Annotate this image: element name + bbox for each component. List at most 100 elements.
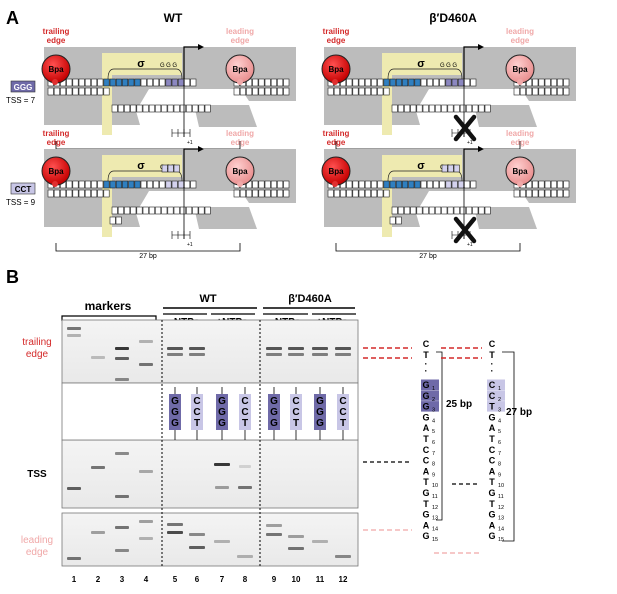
template-base	[484, 104, 491, 113]
top-strand-base	[557, 180, 564, 189]
template-base	[484, 206, 491, 215]
seq-highlight	[421, 390, 439, 401]
top-strand-base	[364, 78, 371, 87]
top-strand-base	[128, 180, 135, 189]
top-strand-base	[140, 180, 147, 189]
lane-seq-tag	[191, 394, 203, 430]
tss-arrowhead	[478, 146, 484, 152]
top-strand-base	[171, 78, 178, 87]
bottom-strand-base	[84, 87, 91, 96]
template-base	[416, 206, 423, 215]
top-strand-base	[457, 180, 464, 189]
gel-band	[312, 540, 328, 543]
template-base	[404, 206, 411, 215]
seq-highlight	[487, 390, 505, 401]
seq-index: 4	[432, 418, 435, 424]
trailing-edge-text-1: trailing	[43, 27, 70, 36]
tss-arrow	[463, 148, 479, 181]
trailing-edge-text-2: edge	[327, 138, 346, 147]
bottom-strand-base	[371, 189, 378, 198]
seq-index: 12	[432, 505, 438, 511]
top-strand-base	[84, 78, 91, 87]
top-strand-base	[445, 78, 452, 87]
lane-seq-letter: C	[339, 396, 346, 407]
template-base	[173, 104, 180, 113]
gel-band	[91, 531, 105, 534]
leading-edge-text-1: leading	[506, 129, 534, 138]
template-base	[167, 104, 174, 113]
sigma-region	[382, 53, 462, 75]
top-strand-base	[352, 180, 359, 189]
bottom-strand-base	[519, 189, 526, 198]
ggg-tag	[10, 80, 36, 93]
tss-arrowhead	[478, 44, 484, 50]
bottom-strand-base	[53, 189, 60, 198]
gel-band	[288, 347, 304, 350]
top-strand-base	[153, 180, 160, 189]
top-strand-base	[165, 180, 172, 189]
tss-arrow	[463, 46, 479, 79]
sigma-arm	[102, 177, 112, 237]
gel-band	[312, 347, 328, 350]
bottom-strand-base	[78, 189, 85, 198]
trailing-edge-text-1: trailing	[323, 129, 350, 138]
lane-seq-letter: C	[339, 407, 346, 418]
template-base	[416, 104, 423, 113]
bottom-strand-base	[358, 87, 365, 96]
leading-edge-text-1: leading	[226, 129, 254, 138]
template-base	[136, 104, 143, 113]
bottom-strand-base	[246, 87, 253, 96]
seq-index: 13	[498, 516, 504, 522]
seq-index: 10	[432, 483, 438, 489]
top-strand-base	[346, 180, 353, 189]
size-bracket	[335, 141, 521, 150]
gel-band	[266, 533, 282, 536]
bottom-strand-base	[532, 87, 539, 96]
gel-band	[67, 557, 81, 560]
gel-band	[67, 487, 81, 490]
gel-band	[189, 353, 205, 356]
lane-seq-letter: G	[218, 396, 226, 407]
lane-seq-tag	[337, 394, 349, 430]
bottom-strand-base	[277, 87, 284, 96]
gel-band	[167, 353, 183, 356]
bottom-strand-base	[53, 87, 60, 96]
lane-seq-letter: C	[193, 396, 200, 407]
template-base	[391, 206, 398, 215]
template-base	[155, 206, 162, 215]
top-strand-base	[177, 180, 184, 189]
template-base	[204, 206, 211, 215]
template-base	[167, 206, 174, 215]
bracket-27	[502, 351, 515, 542]
template-base	[459, 206, 466, 215]
row-leading-1: leading	[21, 535, 53, 546]
template-base	[397, 104, 404, 113]
bottom-strand-base	[252, 87, 259, 96]
crosslink-trailing	[52, 79, 58, 85]
top-strand-base	[470, 180, 477, 189]
bottom-strand-base	[377, 87, 384, 96]
panel-a-label: A	[6, 8, 19, 28]
top-strand-base	[91, 180, 98, 189]
template-base	[435, 104, 442, 113]
top-strand-base	[97, 180, 104, 189]
top-strand-base	[389, 78, 396, 87]
top-strand-base	[445, 180, 452, 189]
lane-label-strip	[61, 382, 359, 441]
gel-band	[67, 327, 81, 330]
seq-highlight	[487, 379, 505, 390]
bottom-strand-base	[333, 87, 340, 96]
top-strand-base	[134, 78, 141, 87]
top-strand-base	[159, 180, 166, 189]
template-base	[192, 206, 199, 215]
gel-band	[139, 520, 153, 523]
lane-seq-letter: G	[171, 407, 179, 418]
top-strand-base	[66, 180, 73, 189]
cct-tag-label: CCT	[15, 185, 32, 194]
gel-band	[266, 353, 282, 356]
seq-base: C	[423, 456, 430, 466]
top-strand-base	[358, 78, 365, 87]
template-base	[111, 104, 118, 113]
top-strand-base	[66, 78, 73, 87]
